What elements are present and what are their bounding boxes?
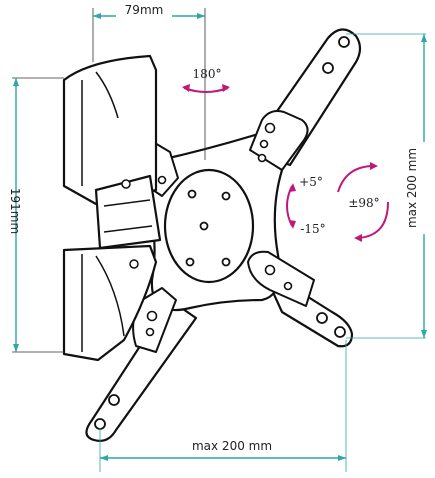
dim-left-height: 191mm [1,77,64,353]
label-tilt-down: -15° [300,222,325,236]
plate-hub [163,168,255,284]
hole [259,139,269,149]
pivot-bolt [129,259,139,269]
hole [185,257,195,267]
dim-top-width: 79mm [92,3,206,160]
label-rotate: ±98° [348,196,379,210]
wall-bracket [62,54,162,362]
hole [338,36,350,48]
hole [264,264,276,276]
wall-bracket-arm [94,174,162,250]
dim-bottom-vesa: max 200 mm [99,340,347,472]
rotate-arrow-lower [357,201,389,239]
label-right-vesa: max 200 mm [405,148,419,228]
hole [257,153,267,163]
dim-right-vesa: max 200 mm [346,33,434,339]
hole [283,281,293,291]
label-tilt-up: +5° [299,175,323,189]
rotate-indicator: ±98° [337,162,389,242]
hole [316,312,328,324]
hole [322,62,334,74]
hole [264,122,276,134]
bracket-bottom-right [247,250,315,307]
hole [199,221,209,231]
hole [187,189,197,199]
wall-bracket-details [81,71,153,352]
tilt-arrow [286,185,293,227]
hole [221,191,231,201]
hole [157,175,167,185]
pivot-bolt [121,179,131,189]
wall-bracket-bottom [62,244,158,362]
hole [108,394,120,406]
hole [94,418,106,430]
swivel-arrow [183,87,229,93]
label-top-width: 79mm [125,3,164,17]
vesa-holes [94,36,350,430]
hole [221,257,231,267]
tilt-indicator: +5° -15° [286,175,326,236]
hole [334,326,346,338]
swivel-indicator: 180° [182,67,230,93]
rotate-arrow-upper [337,165,375,193]
label-swivel: 180° [193,67,222,81]
hole [145,327,155,337]
label-left-height: 191mm [8,188,22,234]
hole [146,310,158,322]
label-bottom-vesa: max 200 mm [192,439,272,453]
